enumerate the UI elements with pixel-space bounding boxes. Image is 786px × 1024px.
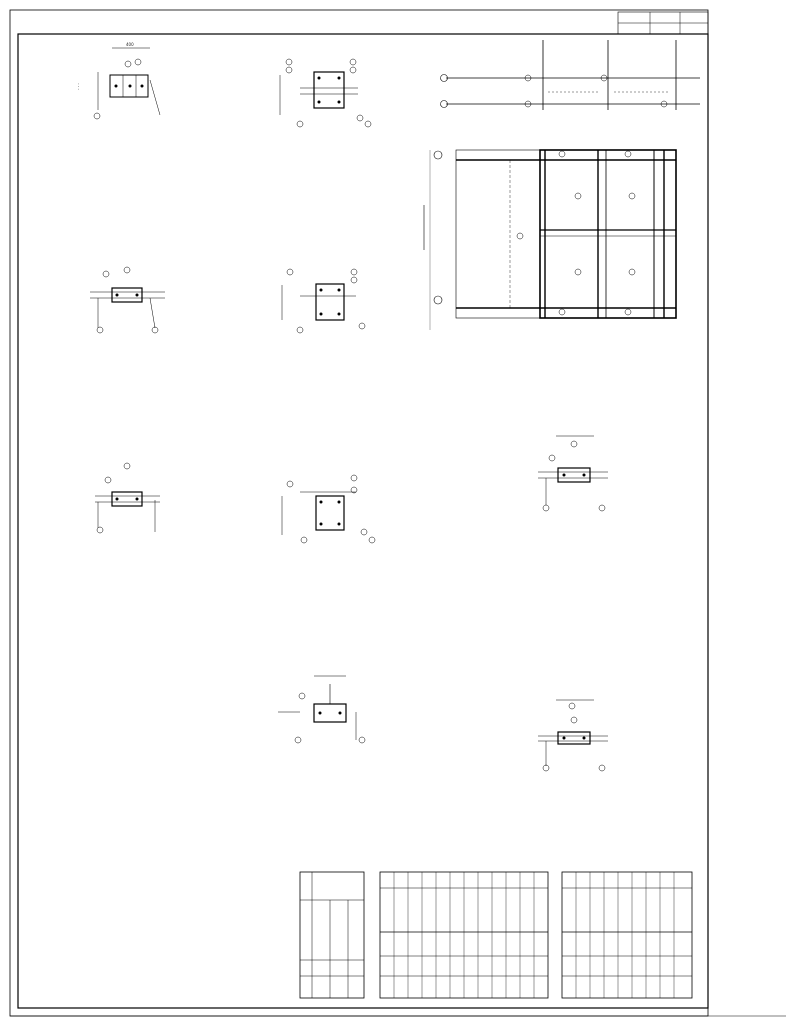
detail-4-section — [281, 268, 366, 334]
detail-9-section — [538, 699, 608, 772]
schedule-table-right — [561, 871, 693, 999]
sheet-inner-border — [17, 33, 709, 1009]
detail-2-section — [279, 58, 372, 128]
sheet-outer-border — [9, 9, 709, 1017]
detail-8-section — [278, 675, 366, 744]
title-block — [617, 11, 709, 35]
detail-7-section — [538, 435, 608, 512]
floor-plan — [423, 149, 677, 330]
schedule-table-left — [299, 871, 365, 999]
schedule-table-middle — [379, 871, 549, 999]
detail-3-section — [90, 266, 165, 334]
detail-1-section: 400 - - - — [76, 42, 161, 120]
svg-text:- - -: - - - — [76, 83, 81, 90]
detail-1-dimension: 400 — [126, 42, 134, 47]
detail-6-section — [281, 474, 376, 544]
detail-5-section — [95, 462, 160, 534]
elevation-strip — [440, 40, 700, 110]
